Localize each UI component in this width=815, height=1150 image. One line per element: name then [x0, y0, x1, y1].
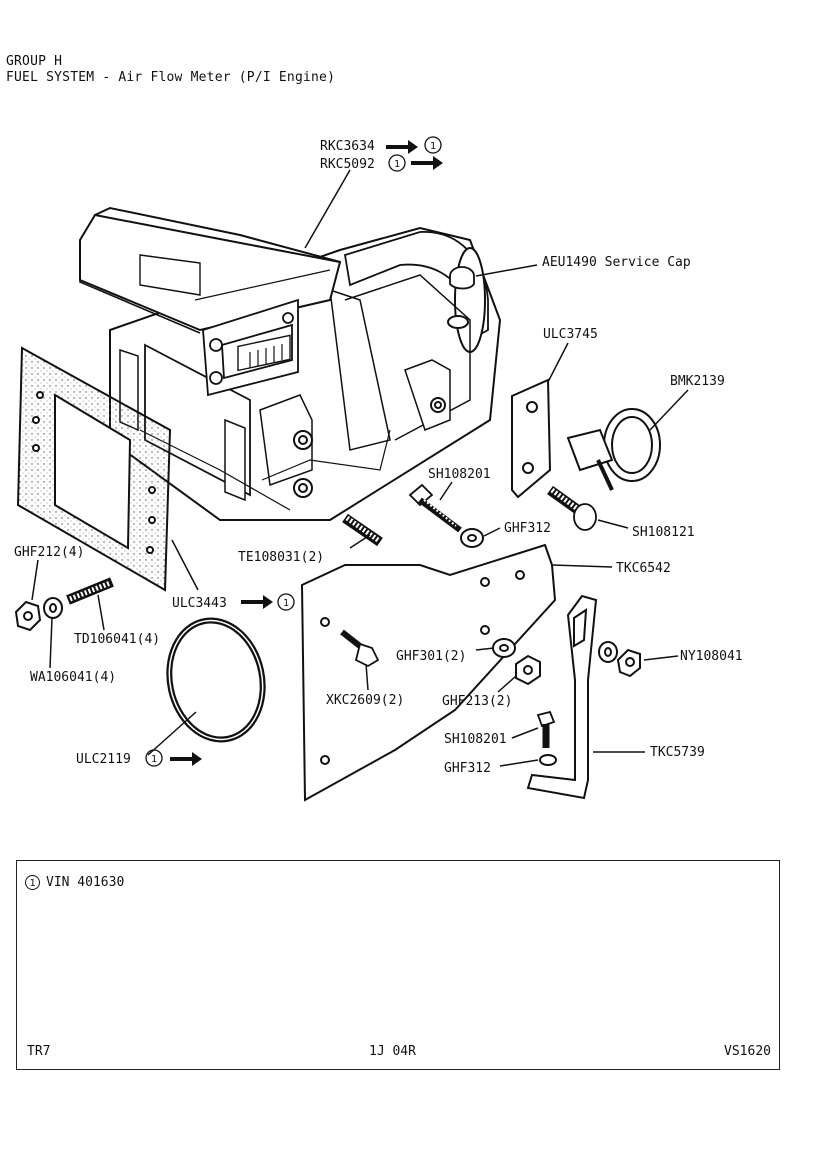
marker-ulc3443	[277, 593, 295, 611]
group-heading: GROUP H	[6, 54, 63, 69]
marker-rkc5092	[388, 154, 406, 172]
label-td106041: TD106041(4)	[74, 632, 160, 647]
marker-rkc3634	[424, 136, 442, 154]
washer-ghf312-bottom	[539, 754, 557, 766]
mounting-plate-tkc6542	[300, 543, 557, 802]
stud-te108031	[342, 513, 383, 547]
label-sh108121: SH108121	[632, 525, 695, 540]
electrical-connector	[202, 298, 299, 397]
label-ghf213: GHF213(2)	[442, 694, 512, 709]
label-bmk2139: BMK2139	[670, 374, 725, 389]
exploded-parts-diagram: 1 1 1 1 RKC3634 RKC5092 AEU1490 Service …	[14, 136, 743, 802]
bolt-sh108201-top	[408, 483, 462, 533]
model-code: TR7	[27, 1044, 51, 1059]
nut-ghf212	[14, 600, 42, 632]
leader-lines	[31, 169, 689, 767]
label-xkc2609: XKC2609(2)	[326, 693, 404, 708]
hose-clip-bmk2139	[566, 408, 661, 491]
drawing-number: VS1620	[724, 1044, 771, 1059]
label-ghf212: GHF212(4)	[14, 545, 84, 560]
washer-wa106041	[43, 597, 63, 619]
label-ghf301: GHF301(2)	[396, 649, 466, 664]
label-ulc3745: ULC3745	[543, 327, 598, 342]
screw-xkc2609	[340, 629, 380, 668]
arrow-ulc3443	[241, 595, 273, 609]
washer-and-nut-ny108041	[598, 641, 641, 678]
service-cap	[449, 266, 475, 290]
footnote-box: 1 VIN 401630 TR7 1J 04R VS1620	[16, 860, 780, 1070]
page-reference: 1J 04R	[369, 1044, 416, 1059]
vin-text: VIN 401630	[46, 875, 125, 890]
label-ulc3443: ULC3443	[172, 596, 227, 611]
marker-ulc2119	[145, 749, 163, 767]
label-ny108041: NY108041	[680, 649, 743, 664]
label-aeu1490: AEU1490 Service Cap	[542, 255, 691, 270]
label-rkc3634: RKC3634	[320, 139, 375, 154]
label-rkc5092: RKC5092	[320, 157, 375, 172]
marker-rkc3634-text: 1	[430, 141, 436, 152]
label-tkc5739: TKC5739	[650, 745, 705, 760]
label-ulc2119: ULC2119	[76, 752, 131, 767]
o-ring-ulc2119	[166, 617, 266, 743]
label-tkc6542: TKC6542	[616, 561, 671, 576]
washer-ghf312-top	[460, 528, 484, 548]
marker-ulc3443-text: 1	[283, 598, 289, 609]
gasket-ulc3443	[16, 346, 172, 592]
bolt-sh108201-bottom	[536, 710, 556, 748]
marker-rkc5092-text: 1	[394, 159, 400, 170]
arrow-rkc3634	[386, 140, 418, 154]
support-stay-tkc5739	[526, 594, 598, 800]
arrow-ulc2119	[170, 752, 202, 766]
label-sh108201-bottom: SH108201	[444, 732, 507, 747]
label-wa106041: WA106041(4)	[30, 670, 116, 685]
stud-td106041	[66, 577, 114, 605]
label-sh108201-top: SH108201	[428, 467, 491, 482]
marker-ulc2119-text: 1	[151, 754, 157, 765]
footnote-marker: 1	[25, 875, 40, 890]
bolt-sh108121	[547, 485, 597, 531]
washer-ghf301	[492, 638, 516, 658]
arrow-rkc5092	[411, 156, 443, 170]
label-te108031: TE108031(2)	[238, 550, 324, 565]
page-title: FUEL SYSTEM - Air Flow Meter (P/I Engine…	[6, 70, 336, 85]
bracket-ulc3745	[511, 378, 552, 499]
label-ghf312-bottom: GHF312	[444, 761, 491, 776]
label-ghf312-top: GHF312	[504, 521, 551, 536]
meter-top-housing	[79, 206, 342, 334]
vin-note: 1 VIN 401630	[25, 875, 124, 890]
nut-ghf213	[515, 654, 541, 686]
